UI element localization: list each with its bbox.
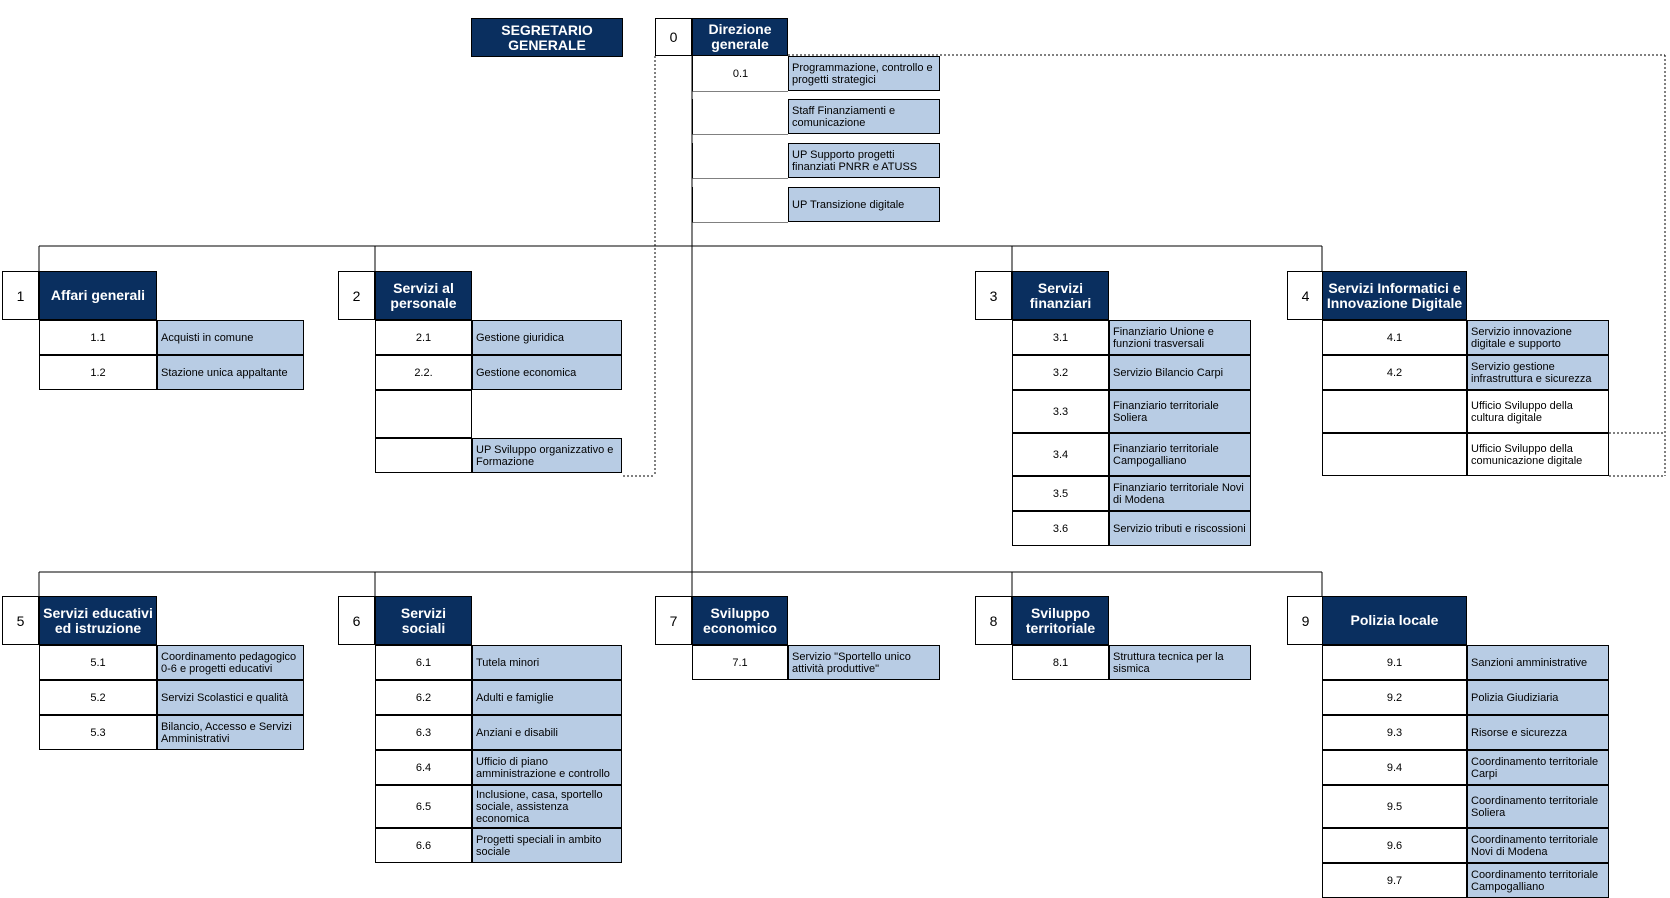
unit-number: 5	[2, 596, 39, 645]
unit-item-code: 6.2	[375, 680, 472, 715]
direzione-item-label: UP Supporto progetti finanziati PNRR e A…	[788, 143, 940, 178]
unit-item-code	[375, 390, 472, 438]
unit-item-label: Servizio tributi e riscossioni	[1109, 511, 1251, 546]
unit-item-code: 3.3	[1012, 390, 1109, 433]
unit-item-label: Progetti speciali in ambito sociale	[472, 828, 622, 863]
unit-title: Servizi al personale	[375, 271, 472, 320]
unit-item-label: Ufficio di piano amministrazione e contr…	[472, 750, 622, 785]
unit-title: Servizi Informatici e Innovazione Digita…	[1322, 271, 1467, 320]
unit-item-label: Adulti e famiglie	[472, 680, 622, 715]
unit-item-label: Finanziario Unione e funzioni trasversal…	[1109, 320, 1251, 355]
unit-item-code: 2.2.	[375, 355, 472, 390]
unit-item-code: 5.1	[39, 645, 157, 680]
unit-item-code	[1322, 390, 1467, 433]
unit-item-code: 9.1	[1322, 645, 1467, 680]
unit-item-code: 2.1	[375, 320, 472, 355]
direzione-item-code	[692, 99, 788, 134]
unit-item-code: 6.3	[375, 715, 472, 750]
unit-item-label: Ufficio Sviluppo della cultura digitale	[1467, 390, 1609, 433]
unit-item-label: Stazione unica appaltante	[157, 355, 304, 390]
unit-item-code: 8.1	[1012, 645, 1109, 680]
unit-title: Polizia locale	[1322, 596, 1467, 645]
unit-item-label: Inclusione, casa, sportello sociale, ass…	[472, 785, 622, 828]
unit-number: 8	[975, 596, 1012, 645]
unit-item-code: 3.4	[1012, 433, 1109, 476]
unit-title: Sviluppo territoriale	[1012, 596, 1109, 645]
unit-item-label: Coordinamento territoriale Campogalliano	[1467, 863, 1609, 898]
unit-number: 6	[338, 596, 375, 645]
direzione-number: 0	[655, 18, 692, 56]
segretario-generale-box: SEGRETARIO GENERALE	[471, 18, 623, 57]
unit-item-code: 7.1	[692, 645, 788, 680]
unit-number: 7	[655, 596, 692, 645]
unit-item-label: Servizio Bilancio Carpi	[1109, 355, 1251, 390]
unit-item-code	[1322, 433, 1467, 476]
unit-item-code: 5.2	[39, 680, 157, 715]
unit-item-label: Gestione economica	[472, 355, 622, 390]
unit-item-label: Coordinamento territoriale Soliera	[1467, 785, 1609, 828]
unit-item-label: Gestione giuridica	[472, 320, 622, 355]
unit-item-label: Servizio innovazione digitale e supporto	[1467, 320, 1609, 355]
unit-item-code: 9.7	[1322, 863, 1467, 898]
unit-item-label: Finanziario territoriale Campogalliano	[1109, 433, 1251, 476]
unit-item-code: 6.6	[375, 828, 472, 863]
direzione-item-code: 0.1	[692, 56, 788, 91]
unit-title: Sviluppo economico	[692, 596, 788, 645]
unit-item-label: Acquisti in comune	[157, 320, 304, 355]
unit-number: 4	[1287, 271, 1324, 320]
unit-item-label: Risorse e sicurezza	[1467, 715, 1609, 750]
unit-item-label: Finanziario territoriale Novi di Modena	[1109, 476, 1251, 511]
direzione-item-label: UP Transizione digitale	[788, 187, 940, 222]
unit-item-code: 9.4	[1322, 750, 1467, 785]
direzione-title: Direzione generale	[692, 18, 788, 56]
unit-title: Servizi sociali	[375, 596, 472, 645]
unit-title: Servizi educativi ed istruzione	[39, 596, 157, 645]
unit-item-code: 4.2	[1322, 355, 1467, 390]
direzione-item-code	[692, 143, 788, 178]
unit-item-code: 1.2	[39, 355, 157, 390]
unit-item-label: Coordinamento pedagogico 0-6 e progetti …	[157, 645, 304, 680]
unit-item-label: Ufficio Sviluppo della comunicazione dig…	[1467, 433, 1609, 476]
unit-item-label: Struttura tecnica per la sismica	[1109, 645, 1251, 680]
unit-item-code	[375, 438, 472, 473]
unit-item-code: 5.3	[39, 715, 157, 750]
unit-item-label: UP Sviluppo organizzativo e Formazione	[472, 438, 622, 473]
unit-number: 2	[338, 271, 375, 320]
unit-item-label: Servizio "Sportello unico attività produ…	[788, 645, 940, 680]
unit-item-code: 3.5	[1012, 476, 1109, 511]
unit-item-code: 6.1	[375, 645, 472, 680]
unit-item-code: 3.6	[1012, 511, 1109, 546]
unit-item-label: Polizia Giudiziaria	[1467, 680, 1609, 715]
unit-item-code: 6.5	[375, 785, 472, 828]
unit-item-label: Sanzioni amministrative	[1467, 645, 1609, 680]
unit-item-label: Bilancio, Accesso e Servizi Amministrati…	[157, 715, 304, 750]
unit-number: 3	[975, 271, 1012, 320]
unit-item-label: Coordinamento territoriale Novi di Moden…	[1467, 828, 1609, 863]
unit-item-label: Anziani e disabili	[472, 715, 622, 750]
unit-item-code: 1.1	[39, 320, 157, 355]
unit-item-code: 6.4	[375, 750, 472, 785]
unit-item-code: 4.1	[1322, 320, 1467, 355]
unit-item-label: Finanziario territoriale Soliera	[1109, 390, 1251, 433]
unit-item-code: 9.2	[1322, 680, 1467, 715]
direzione-item-code	[692, 187, 788, 222]
unit-item-code: 3.2	[1012, 355, 1109, 390]
unit-item-code: 3.1	[1012, 320, 1109, 355]
direzione-item-label: Programmazione, controllo e progetti str…	[788, 56, 940, 91]
unit-item-label: Tutela minori	[472, 645, 622, 680]
unit-number: 9	[1287, 596, 1324, 645]
unit-item-label: Coordinamento territoriale Carpi	[1467, 750, 1609, 785]
unit-title: Affari generali	[39, 271, 157, 320]
unit-item-code: 9.3	[1322, 715, 1467, 750]
unit-title: Servizi finanziari	[1012, 271, 1109, 320]
direzione-item-label: Staff Finanziamenti e comunicazione	[788, 99, 940, 134]
unit-item-label: Servizi Scolastici e qualità	[157, 680, 304, 715]
unit-number: 1	[2, 271, 39, 320]
unit-item-code: 9.6	[1322, 828, 1467, 863]
unit-item-code: 9.5	[1322, 785, 1467, 828]
unit-item-label: Servizio gestione infrastruttura e sicur…	[1467, 355, 1609, 390]
